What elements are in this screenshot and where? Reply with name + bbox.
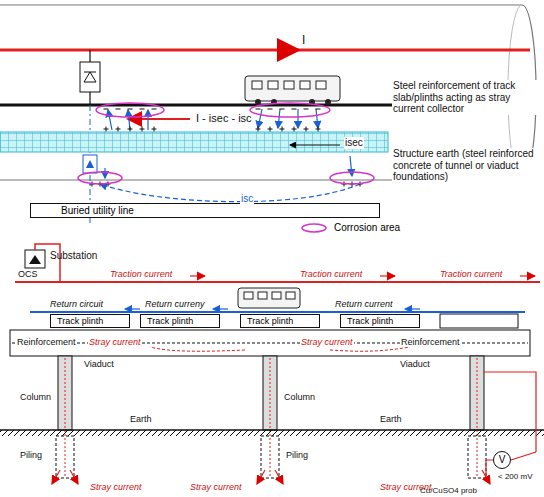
part-label: Column [20,392,51,402]
part-label: Viaduct [84,359,114,369]
line-label: OCS [18,269,38,279]
current-label: Stray current [90,482,142,492]
part-label: Piling [20,450,42,460]
part-label: Piling [20,450,42,460]
annotation: Structure earth (steel reinforced concre… [392,148,542,183]
part-label: Column [284,392,315,402]
current-label: Stray current [90,482,142,492]
current-label: Traction current [110,269,172,279]
current-label: Stray current [300,337,354,347]
node-text: Buried utility line [61,205,134,217]
part-label: Piling [286,450,308,460]
legend-text: Corrosion area [334,222,400,234]
component-label: Substation [50,250,97,262]
part-label: Column [20,392,51,402]
part-label: Reinforcement [17,337,76,347]
current-label: Stray current [89,337,141,347]
current-symbol: isec [344,137,364,149]
legend-swatch [300,222,330,234]
current-label: Traction current [300,269,362,279]
node-text: Track plinth [147,316,193,326]
part-label: Earth [130,414,152,424]
measurement-label: < 200 mV [498,472,532,481]
current-label: Stray current [88,337,142,347]
current-label: Return curreny [145,299,205,309]
part-label: Reinforcement [401,337,460,347]
current-symbol: isc [240,193,254,205]
line-label: OCS [18,269,38,279]
current-symbol: isc [241,193,253,204]
track-plinth: Track plinth [340,314,420,328]
current-label: Return current [335,299,393,309]
component-label: Substation [50,250,97,261]
current-symbol: I [302,34,305,48]
probe-label: Cu/CuSO4 prob [420,486,477,495]
node-text: Track plinth [247,316,293,326]
current-label: Return current [335,299,393,309]
current-label: Traction current [440,269,502,279]
current-label: Stray current [301,337,353,347]
annotation: Structure earth (steel reinforced concre… [393,148,534,182]
current-label: Stray current [190,482,242,492]
current-label: Traction current [300,269,362,279]
part-label: Column [284,392,315,402]
current-label: Traction current [440,269,502,279]
track-plinth: Track plinth [50,314,130,328]
utility-line-box: Buried utility line [30,203,380,218]
part-label: Viaduct [400,359,430,369]
node-text: Track plinth [57,316,103,326]
node-text: Track plinth [347,316,393,326]
legend-entry: Corrosion area [300,222,400,234]
track-plinth: Track plinth [140,314,220,328]
current-label: Stray current [190,482,242,492]
current-symbol: I [302,33,305,47]
part-label: Earth [130,414,152,424]
track-plinth: Track plinth [240,314,320,328]
part-label: Viaduct [400,359,430,369]
part-label: Piling [286,450,308,460]
part-label: Earth [380,414,402,424]
annotation: Steel reinforcement of track slab/plinth… [392,80,542,115]
current-label: Return circuit [50,299,103,309]
current-label: Return circuit [50,299,103,309]
part-label: Reinforcement [16,337,77,347]
node-text: V [499,454,506,466]
return-current-label: I - isec - isc [196,112,252,124]
return-current-label: I - isec - isc [196,112,252,125]
current-symbol: isec [345,137,363,148]
part-label: Reinforcement [400,337,461,347]
measurement-label: < 200 mV [498,472,532,481]
part-label: Earth [380,414,402,424]
part-label: Viaduct [84,359,114,369]
current-label: Return curreny [145,299,205,309]
probe-label: Cu/CuSO4 prob [420,486,477,495]
annotation: Steel reinforcement of track slab/plinth… [393,80,515,114]
voltmeter-circle: V [493,451,511,469]
current-label: Traction current [110,269,172,279]
